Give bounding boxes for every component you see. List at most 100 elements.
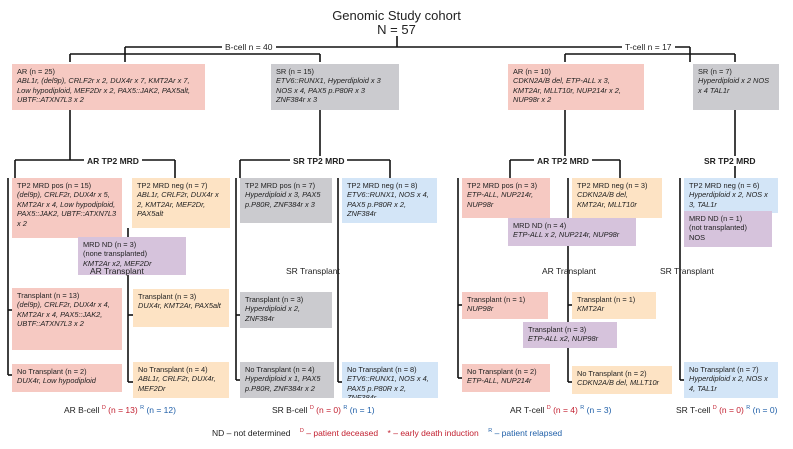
footer-ar-tcell-d: (n = 4) bbox=[553, 405, 578, 415]
footer-ar-bcell-r: (n = 12) bbox=[146, 405, 176, 415]
t-pos-head: TP2 MRD pos (n = 3) bbox=[467, 181, 538, 190]
b-tp2-neg-body: ABL1r, CRLF2r, DUX4r x 2, KMT2Ar, MEF2Dr… bbox=[137, 190, 219, 219]
b-transplant-box: Transplant (n = 13) (del9p), CRLF2r, DUX… bbox=[12, 288, 122, 350]
legend-relapsed: – patient relapsed bbox=[494, 428, 563, 438]
b-mrd-nd-sub: (none transplanted) bbox=[83, 249, 148, 259]
t-sr-head: SR (n = 7) bbox=[698, 67, 732, 76]
t-transplant3-body: ETP-ALL x2, NUP98r bbox=[528, 334, 599, 344]
footer-sr-bcell-label: SR B-cell bbox=[272, 405, 308, 415]
b-sr-neg-head: TP2 MRD neg (n = 8) bbox=[347, 181, 418, 190]
b-transplant-neg-box: Transplant (n = 3) DUX4r, KMT2Ar, PAX5al… bbox=[133, 289, 229, 327]
t-transplant1-body: NUP98r bbox=[467, 304, 494, 314]
footer-sr-tcell: SR T-cell D (n = 0) R (n = 0) bbox=[676, 405, 778, 415]
b-ar-body: ABL1r, (del9p), CRLF2r x 2, DUX4r x 7, K… bbox=[17, 76, 191, 105]
t-sr-no-tx-body: Hyperdiploid x 2, NOS x 4, TAL1r bbox=[689, 374, 768, 393]
b-tp2-pos-body: (del9p), CRLF2r, DUX4r x 5, KMT2Ar x 4, … bbox=[17, 190, 117, 228]
b-transplant-body: (del9p), CRLF2r, DUX4r x 4, KMT2Ar x 4, … bbox=[17, 300, 110, 329]
b-no-tx-pos-head: No Transplant (n = 2) bbox=[17, 367, 87, 376]
t-no-tx1-box: No Transplant (n = 2) ETP-ALL, NUP214r bbox=[462, 364, 550, 392]
t-transplant2-box: Transplant (n = 1) KMT2Ar bbox=[572, 292, 656, 319]
t-mrd-nd-box: MRD ND (n = 4) ETP-ALL x 2, NUP214r, NUP… bbox=[508, 218, 636, 246]
b-tp2-neg-head: TP2 MRD neg (n = 7) bbox=[137, 181, 208, 190]
b-sr-no-tx-neg-box: No Transplant (n = 8) ETV6::RUNX1, NOS x… bbox=[342, 362, 438, 398]
t-no-tx2-body: CDKN2A/B del, MLLT10r bbox=[577, 378, 660, 388]
t-sr-tp2-label: SR TP2 MRD bbox=[701, 156, 759, 166]
b-transplant-neg-head: Transplant (n = 3) bbox=[138, 292, 197, 301]
b-sr-body: ETV6::RUNX1, Hyperdiploid x 3 NOS x 4, P… bbox=[276, 76, 381, 105]
t-sr-nd-head: MRD ND (n = 1) bbox=[689, 214, 743, 223]
b-sr-no-tx-neg-body: ETV6::RUNX1, NOS x 4, PAX5 p.P80R x 2, Z… bbox=[347, 374, 429, 398]
t-transplant3-head: Transplant (n = 3) bbox=[528, 325, 587, 334]
t-ar-tp2-label: AR TP2 MRD bbox=[534, 156, 592, 166]
b-sr-pos-head: TP2 MRD pos (n = 7) bbox=[245, 181, 316, 190]
t-neg-head: TP2 MRD neg (n = 3) bbox=[577, 181, 648, 190]
legend-deceased: – patient deceased bbox=[306, 428, 379, 438]
b-no-tx-pos-box: No Transplant (n = 2) DUX4r, Low hypodip… bbox=[12, 364, 122, 392]
b-transplant-head: Transplant (n = 13) bbox=[17, 291, 80, 300]
b-sr-no-tx-pos-head: No Transplant (n = 4) bbox=[245, 365, 315, 374]
b-sr-neg-body: ETV6::RUNX1, NOS x 4, PAX5 p.P80R x 2, Z… bbox=[347, 190, 429, 219]
b-ar-head: AR (n = 25) bbox=[17, 67, 55, 76]
legend: ND – not determined D – patient deceased… bbox=[212, 428, 563, 438]
t-pos-body: ETP-ALL, NUP214r, NUP98r bbox=[467, 190, 534, 209]
b-ar-transplant-label: AR Transplant bbox=[90, 266, 144, 276]
b-sr-transplant-label: SR Transplant bbox=[286, 266, 340, 276]
footer-ar-tcell-r: (n = 3) bbox=[586, 405, 612, 415]
total-count: N = 57 bbox=[377, 22, 416, 37]
t-neg-body: CDKN2A/B del, KMT2Ar, MLLT10r bbox=[577, 190, 637, 209]
t-no-tx1-body: ETP-ALL, NUP214r bbox=[467, 376, 532, 386]
b-ar-box: AR (n = 25) ABL1r, (del9p), CRLF2r x 2, … bbox=[12, 64, 205, 110]
t-sr-body: Hyperdiploid x 2 NOS x 4 TAL1r bbox=[698, 76, 770, 95]
t-ar-body: CDKN2A/B del, ETP-ALL x 3, KMT2Ar, MLLT1… bbox=[513, 76, 621, 105]
t-ar-box: AR (n = 10) CDKN2A/B del, ETP-ALL x 3, K… bbox=[508, 64, 644, 110]
bcell-label: B-cell n = 40 bbox=[222, 42, 276, 52]
t-no-tx2-head: No Transplant (n = 2) bbox=[577, 369, 647, 378]
t-neg-box: TP2 MRD neg (n = 3) CDKN2A/B del, KMT2Ar… bbox=[572, 178, 662, 218]
t-no-tx1-head: No Transplant (n = 2) bbox=[467, 367, 537, 376]
footer-sr-bcell: SR B-cell D (n = 0) R (n = 1) bbox=[272, 405, 375, 415]
legend-nd: ND – not determined bbox=[212, 428, 291, 438]
b-mrd-nd-head: MRD ND (n = 3) bbox=[83, 240, 137, 249]
tcell-label: T-cell n = 17 bbox=[622, 42, 675, 52]
t-sr-neg-box: TP2 MRD neg (n = 6) Hyperdiploid x 2, NO… bbox=[684, 178, 778, 213]
b-sr-no-tx-pos-body: Hyperdiploid x 1, PAX5 p.P80R, ZNF384r x… bbox=[245, 374, 321, 393]
footer-ar-bcell: AR B-cell D (n = 13) R (n = 12) bbox=[64, 405, 176, 415]
b-sr-no-tx-neg-head: No Transplant (n = 8) bbox=[347, 365, 417, 374]
b-tp2-pos-head: TP2 MRD pos (n = 15) bbox=[17, 181, 92, 190]
footer-ar-bcell-d: (n = 13) bbox=[108, 405, 138, 415]
b-tp2-neg-box: TP2 MRD neg (n = 7) ABL1r, CRLF2r, DUX4r… bbox=[132, 178, 230, 228]
footer-ar-tcell-label: AR T-cell bbox=[510, 405, 545, 415]
b-sr-pos-body: Hyperdiploid x 3, PAX5 p.P80R, ZNF384r x… bbox=[245, 190, 321, 209]
t-mrd-nd-body: ETP-ALL x 2, NUP214r, NUP98r bbox=[513, 230, 620, 240]
t-transplant2-body: KMT2Ar bbox=[577, 304, 605, 314]
t-sr-neg-head: TP2 MRD neg (n = 6) bbox=[689, 181, 760, 190]
b-sr-head: SR (n = 15) bbox=[276, 67, 314, 76]
b-no-tx-neg-head: No Transplant (n = 4) bbox=[138, 365, 208, 374]
t-ar-head: AR (n = 10) bbox=[513, 67, 551, 76]
b-tp2-pos-box: TP2 MRD pos (n = 15) (del9p), CRLF2r, DU… bbox=[12, 178, 122, 238]
t-sr-transplant-label: SR Transplant bbox=[660, 266, 714, 276]
t-sr-nd-body: NOS bbox=[689, 232, 706, 242]
footer-sr-tcell-r: (n = 0) bbox=[752, 405, 778, 415]
b-sr-transplant-box: Transplant (n = 3) Hyperdiploid x 2, ZNF… bbox=[240, 292, 332, 328]
b-sr-transplant-body: Hyperdiploid x 2, ZNF384r bbox=[245, 304, 301, 323]
t-transplant3-box: Transplant (n = 3) ETP-ALL x2, NUP98r bbox=[523, 322, 617, 348]
t-transplant2-head: Transplant (n = 1) bbox=[577, 295, 636, 304]
footer-sr-bcell-r: (n = 1) bbox=[349, 405, 375, 415]
t-pos-box: TP2 MRD pos (n = 3) ETP-ALL, NUP214r, NU… bbox=[462, 178, 550, 218]
legend-early-death: – early death induction bbox=[393, 428, 479, 438]
footer-ar-bcell-label: AR B-cell bbox=[64, 405, 100, 415]
footer-sr-tcell-label: SR T-cell bbox=[676, 405, 711, 415]
t-mrd-nd-head: MRD ND (n = 4) bbox=[513, 221, 567, 230]
footer-sr-bcell-d: (n = 0) bbox=[316, 405, 341, 415]
b-sr-no-tx-pos-box: No Transplant (n = 4) Hyperdiploid x 1, … bbox=[240, 362, 334, 398]
b-no-tx-pos-body: DUX4r, Low hypodiploid bbox=[17, 376, 96, 386]
b-sr-neg-box: TP2 MRD neg (n = 8) ETV6::RUNX1, NOS x 4… bbox=[342, 178, 437, 223]
t-ar-transplant-label: AR Transplant bbox=[542, 266, 596, 276]
t-sr-neg-body: Hyperdiploid x 2, NOS x 3, TAL1r bbox=[689, 190, 768, 209]
b-mrd-nd-box: MRD ND (n = 3) (none transplanted) KMT2A… bbox=[78, 237, 186, 275]
t-sr-no-tx-box: No Transplant (n = 7) Hyperdiploid x 2, … bbox=[684, 362, 778, 398]
t-transplant1-head: Transplant (n = 1) bbox=[467, 295, 526, 304]
b-ar-tp2-label: AR TP2 MRD bbox=[84, 156, 142, 166]
b-sr-pos-box: TP2 MRD pos (n = 7) Hyperdiploid x 3, PA… bbox=[240, 178, 332, 223]
